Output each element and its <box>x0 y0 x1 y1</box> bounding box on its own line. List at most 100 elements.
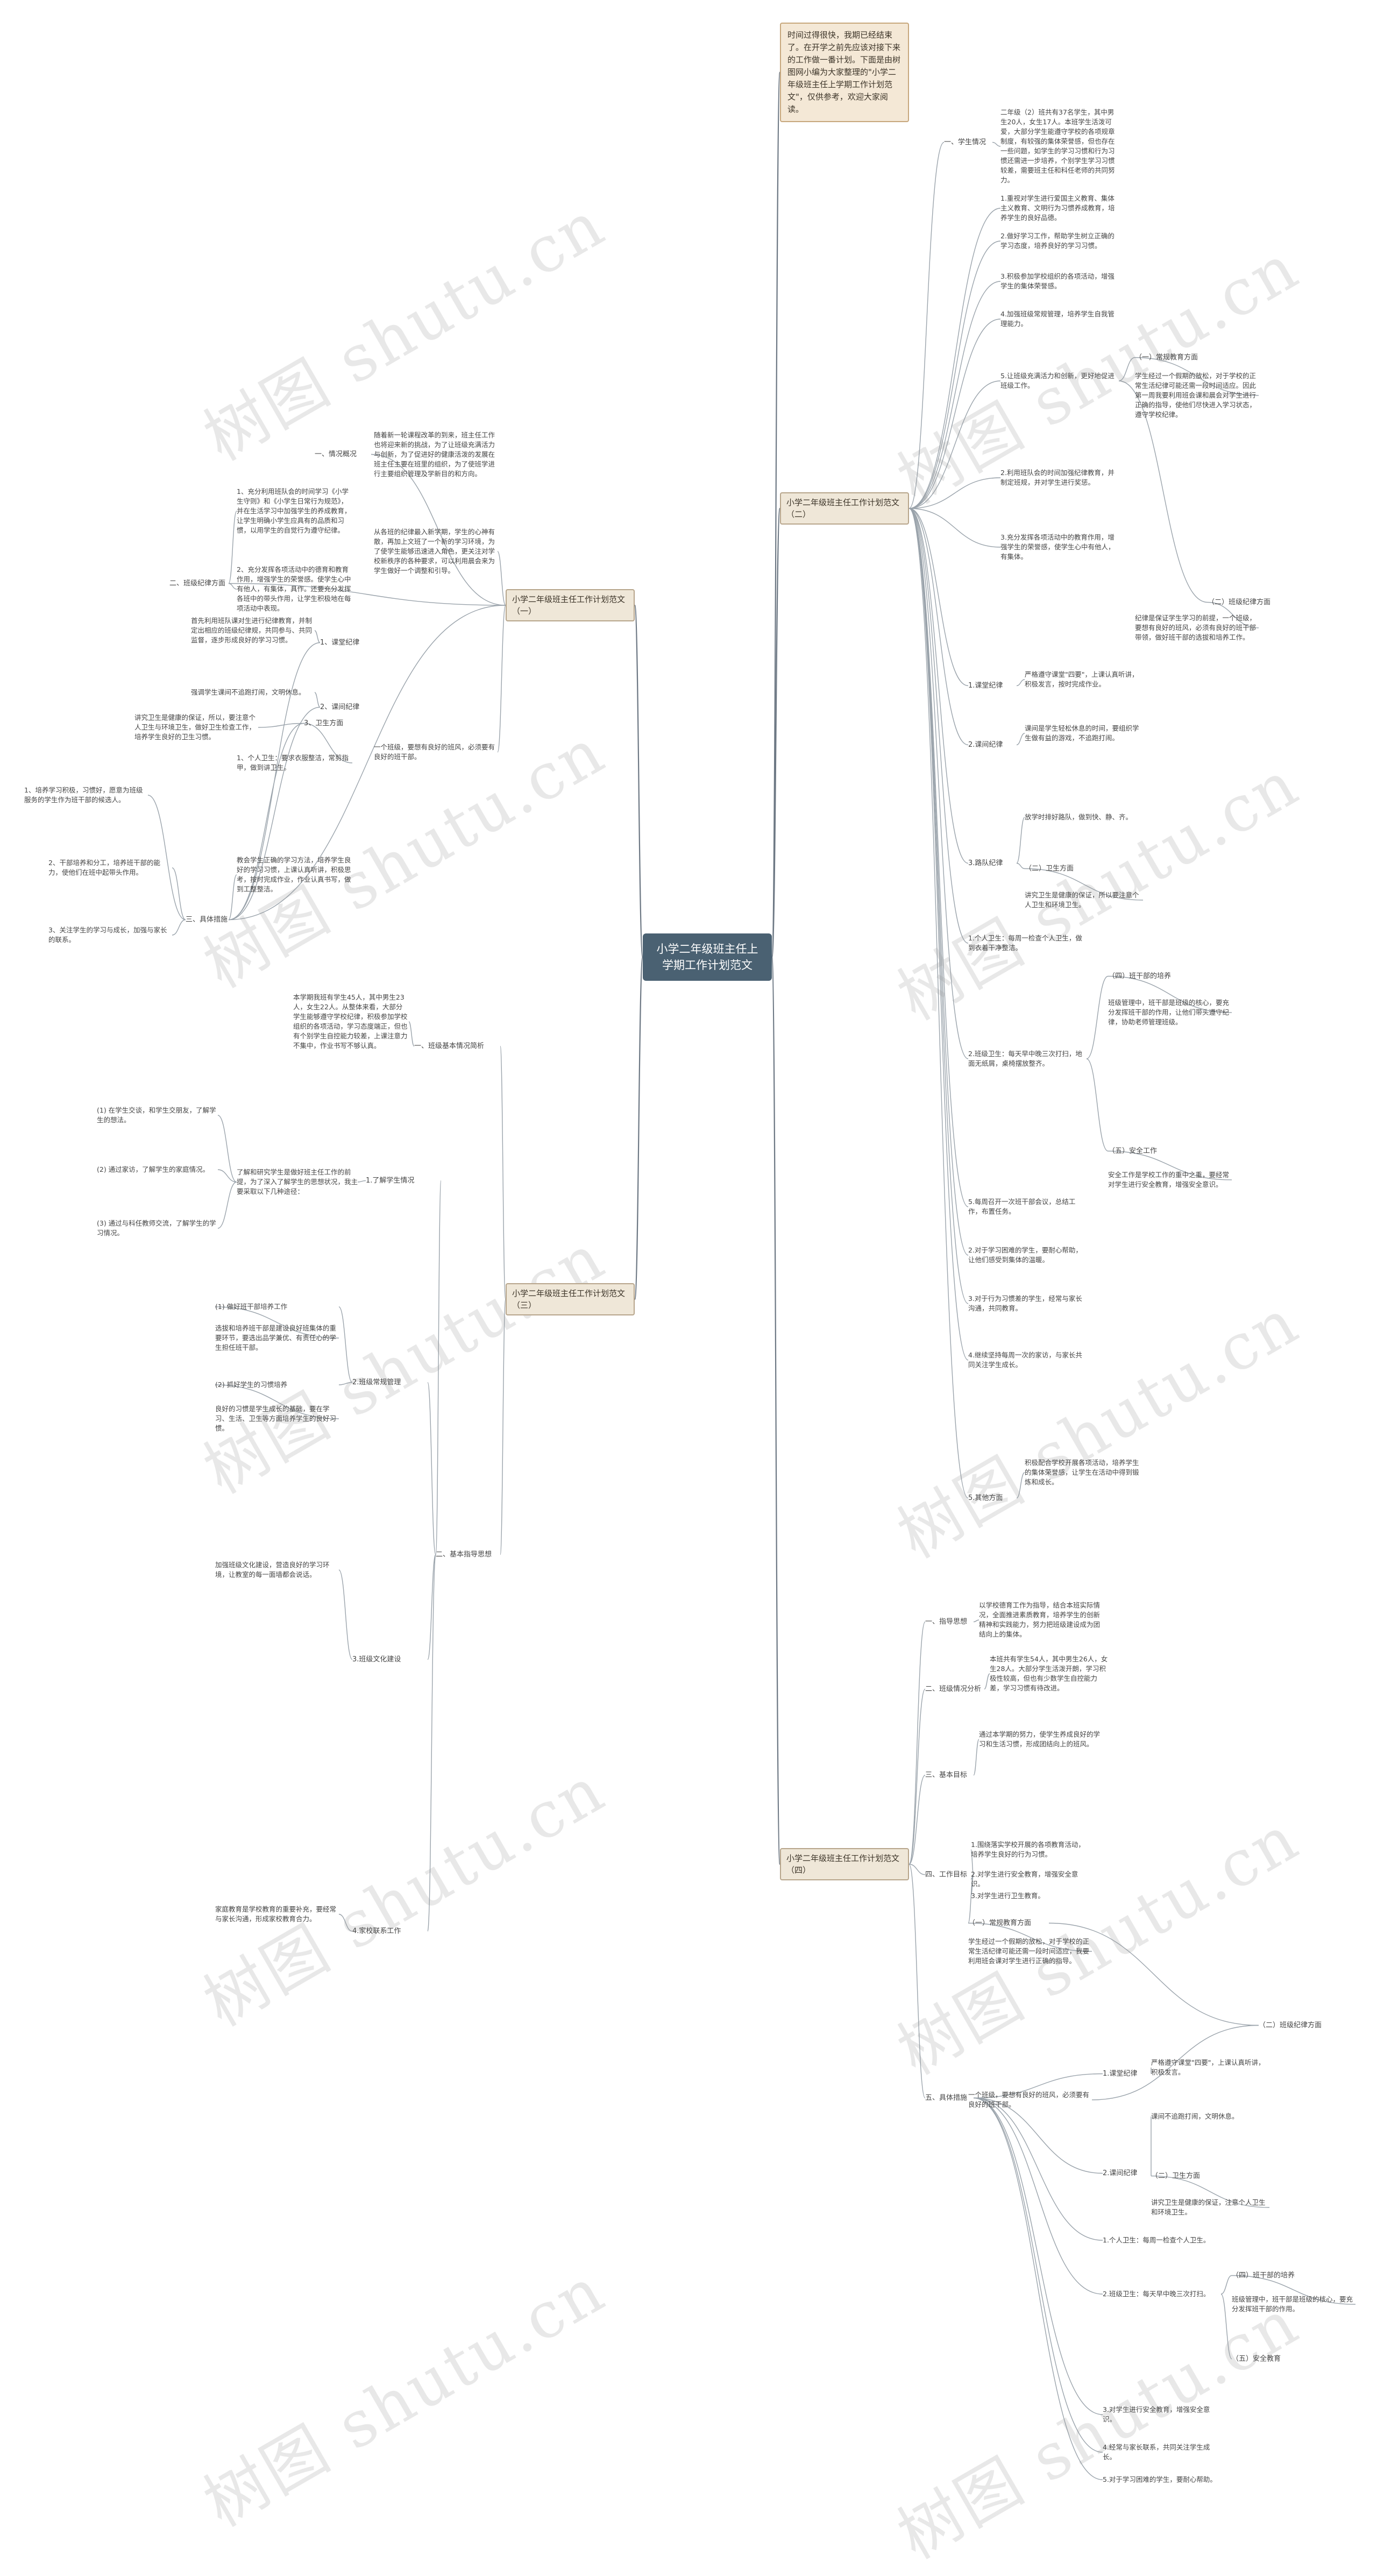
connector-line <box>1016 817 1025 864</box>
connector-line <box>228 583 506 606</box>
connector-line <box>1016 733 1025 746</box>
connector-line <box>1108 975 1232 1013</box>
connector-line <box>217 1115 237 1183</box>
b2-leader-text: 班级管理中，班干部是班级的核心，要充分发挥班干部的作用，让他们带头遵守纪律，协助… <box>1108 999 1230 1026</box>
connector-line <box>497 605 506 753</box>
connector-line <box>228 706 321 921</box>
b4-classroom-discipline[interactable]: 1.课堂纪律 <box>1103 2070 1138 2078</box>
connector-line <box>338 1382 353 1385</box>
b4-help-item: 5.对于学习困难的学生，要耐心帮助。 <box>1103 2475 1217 2483</box>
b2-student-situation[interactable]: 一、学生情况 <box>944 138 986 146</box>
connector-line <box>908 508 969 1207</box>
b3-guiding-idea[interactable]: 二、基本指导思想 <box>436 1551 492 1559</box>
b1-hygiene-text: 讲究卫生是健康的保证，所以，要注意个人卫生与环境卫生，做好卫生检查工作，培养学生… <box>134 713 256 741</box>
b4-routine-education[interactable]: （一）常规教育方面 <box>968 1919 1032 1927</box>
branch-plan-three[interactable]: 小学二年级班主任工作计划范文（三） <box>506 1283 635 1315</box>
connector-lines <box>147 72 1356 2480</box>
b1-study-text: 教会学生正确的学习方法，培养学生良好的学习习惯，上课认真听讲，积极思考，按时完成… <box>237 856 351 893</box>
branch-plan-four[interactable]: 小学二年级班主任工作计划范文（四） <box>780 1848 909 1880</box>
connector-line <box>357 1180 366 1183</box>
b4-analysis-text: 本班共有学生54人，其中男生26人，女生28人。大部分学生活泼开朗，学习积极性较… <box>990 1655 1108 1692</box>
b4-basic-goal[interactable]: 三、基本目标 <box>925 1771 968 1779</box>
b1-class-leaders: 一个班级，要想有良好的班风，必须要有良好的班干部。 <box>374 743 495 761</box>
b2-goal-item: 3.积极参加学校组织的各项活动，增强学生的集体荣誉感。 <box>1000 272 1115 290</box>
connector-line <box>1118 380 1208 603</box>
connector-line <box>973 2097 1103 2241</box>
b3-routine-text: 良好的习惯是学生成长的基础，要在学习、生活、卫生等方面培养学生的良好习惯。 <box>215 1405 337 1432</box>
connector-line <box>1016 862 1025 869</box>
connector-line <box>908 508 969 746</box>
connector-line <box>771 956 781 1865</box>
b1-recess-discipline[interactable]: 2、课间纪律 <box>320 703 360 711</box>
b1-section-situation[interactable]: 一、情况概况 <box>315 450 357 458</box>
b2-queue-text: 放学时排好路队，做到快、静、齐。 <box>1025 813 1133 821</box>
b1-situation-text: 随着新一轮课程改革的到来，班主任工作也将迎来新的挑战，为了让班级充满活力与创新，… <box>374 431 495 478</box>
b1-section-measures[interactable]: 三、具体措施 <box>186 916 228 924</box>
b1-personal-hygiene: 1、个人卫生：要求衣服整洁，常剪指甲，做到讲卫生。 <box>237 754 349 772</box>
b2-queue-discipline[interactable]: 3.路队纪律 <box>968 859 1003 867</box>
b4-guiding-idea[interactable]: 一、指导思想 <box>925 1618 968 1626</box>
branch-plan-one[interactable]: 小学二年级班主任工作计划范文（一） <box>506 589 635 621</box>
b1-section-discipline[interactable]: 二、班级纪律方面 <box>169 579 226 588</box>
connector-line <box>973 2097 1103 2480</box>
b3-know-students[interactable]: 1.了解学生情况 <box>366 1177 415 1185</box>
b2-activity-note: 3.充分发挥各项活动中的教育作用，增强学生的荣誉感，使学生心中有他人，有集体。 <box>1000 533 1115 561</box>
connector-line <box>215 1384 339 1419</box>
b2-goal-item: 5.让班级充满活力和创新，更好地促进班级工作。 <box>1000 372 1115 390</box>
connector-line <box>1091 2025 1259 2100</box>
connector-line <box>338 1569 353 1660</box>
b3-routine-text: 选拔和培养班干部是建设良好班集体的重要环节，要选出品学兼优、有责任心的学生担任班… <box>215 1324 337 1351</box>
b3-home-school[interactable]: 4.家校联系工作 <box>352 1927 401 1935</box>
b4-parent-item: 4.经常与家长联系，共同关注学生成长。 <box>1103 2443 1210 2461</box>
b4-goal-item: 3.对学生进行卫生教育。 <box>971 1892 1045 1900</box>
b3-routine-management[interactable]: 2.班级常规管理 <box>352 1378 401 1386</box>
b4-leader-training[interactable]: （四）班干部的培养 <box>1232 2271 1295 2280</box>
connector-line <box>908 380 1001 509</box>
root-topic[interactable]: 小学二年级班主任上学期工作计划范文 <box>643 933 772 981</box>
b2-discipline-section[interactable]: （二）班级纪律方面 <box>1208 598 1271 606</box>
b2-recess-discipline[interactable]: 2.课间纪律 <box>968 741 1003 749</box>
connector-line <box>908 1621 926 1865</box>
b1-leader-item: 1、培养学习积极，习惯好，愿意为班级服务的学生作为班干部的候选人。 <box>24 786 143 804</box>
connector-line <box>908 1774 926 1865</box>
connector-line <box>908 208 1001 509</box>
b4-goal-text: 通过本学期的努力，使学生养成良好的学习和生活习惯，形成团结向上的班风。 <box>979 1730 1101 1748</box>
b1-discipline-item: 1、充分利用班队会的时间学习《小学生守则》和《小学生日常行为规范》，并在生活学习… <box>237 487 351 534</box>
b4-discipline-section[interactable]: （二）班级纪律方面 <box>1259 2021 1322 2029</box>
b3-class-culture[interactable]: 3.班级文化建设 <box>352 1655 401 1664</box>
connector-line <box>500 1045 506 1300</box>
b4-personal-hygiene: 1.个人卫生：每周一检查个人卫生。 <box>1103 2236 1210 2244</box>
b2-safety-section[interactable]: （五）安全工作 <box>1108 1147 1158 1155</box>
b4-class-analysis[interactable]: 二、班级情况分析 <box>925 1685 982 1693</box>
b2-hygiene-section[interactable]: （二）卫生方面 <box>1025 865 1074 873</box>
b4-hygiene-section[interactable]: （二）卫生方面 <box>1151 2172 1201 2180</box>
b4-work-goal[interactable]: 四、工作目标 <box>925 1871 968 1879</box>
b2-safety-text: 安全工作是学校工作的重中之重，要经常对学生进行安全教育，增强安全意识。 <box>1108 1171 1230 1188</box>
b4-safety-section[interactable]: （五）安全教育 <box>1232 2355 1281 2363</box>
b4-measures[interactable]: 五、具体措施 <box>925 2094 968 2102</box>
b2-classroom-discipline[interactable]: 1.课堂纪律 <box>968 682 1003 690</box>
b3-class-analysis[interactable]: 一、班级基本情况简析 <box>414 1042 485 1050</box>
b2-leader-training[interactable]: （四）班干部的培养 <box>1108 972 1172 980</box>
connector-line <box>1207 601 1259 628</box>
b4-leader-text: 班级管理中，班干部是班级的核心，要充分发挥班干部的作用。 <box>1232 2295 1353 2313</box>
intro-note[interactable]: 时间过得很快，我期已经结束了。在开学之前先应该对接下来的工作做一番计划。下面是由… <box>780 23 909 122</box>
b1-leader-item: 3、关注学生的学习与成长，加强与家长的联系。 <box>48 926 167 944</box>
connector-line <box>228 874 237 921</box>
b1-discipline-item: 2、充分发挥各项活动中的德育和教育作用，增强学生的荣誉感。使学生心中有他人，有集… <box>237 565 351 612</box>
b1-classroom-discipline[interactable]: 1、课堂纪律 <box>320 639 360 647</box>
b2-parent-contact: 3.对于行为习惯差的学生，经常与家长沟通，共同教育。 <box>968 1294 1082 1312</box>
b2-other-text: 积极配合学校开展各项活动，培养学生的集体荣誉感，让学生在活动中得到锻炼和成长。 <box>1025 1459 1139 1486</box>
branch-plan-two[interactable]: 小学二年级班主任工作计划范文（二） <box>780 492 909 525</box>
connector-line <box>968 1922 1092 1952</box>
b1-hygiene[interactable]: 3、卫生方面 <box>304 719 344 727</box>
b4-classroom-text: 严格遵守课堂"四要"，上课认真听讲，积极发言。 <box>1151 2058 1265 2076</box>
b3-analysis-text: 本学期我班有学生45人，其中男生23人，女生22人。从整体来看，大部分学生能够遵… <box>293 993 408 1050</box>
b4-recess-discipline[interactable]: 2.课间纪律 <box>1103 2169 1138 2177</box>
connector-line <box>172 919 186 936</box>
connector-line <box>908 1864 926 2099</box>
connector-line <box>908 508 969 1361</box>
b4-recess-text: 课间不追跑打闹，文明休息。 <box>1151 2112 1239 2120</box>
b2-other-section[interactable]: 5.其他方面 <box>968 1494 1003 1502</box>
b2-routine-education[interactable]: （一）常规教育方面 <box>1135 353 1198 362</box>
